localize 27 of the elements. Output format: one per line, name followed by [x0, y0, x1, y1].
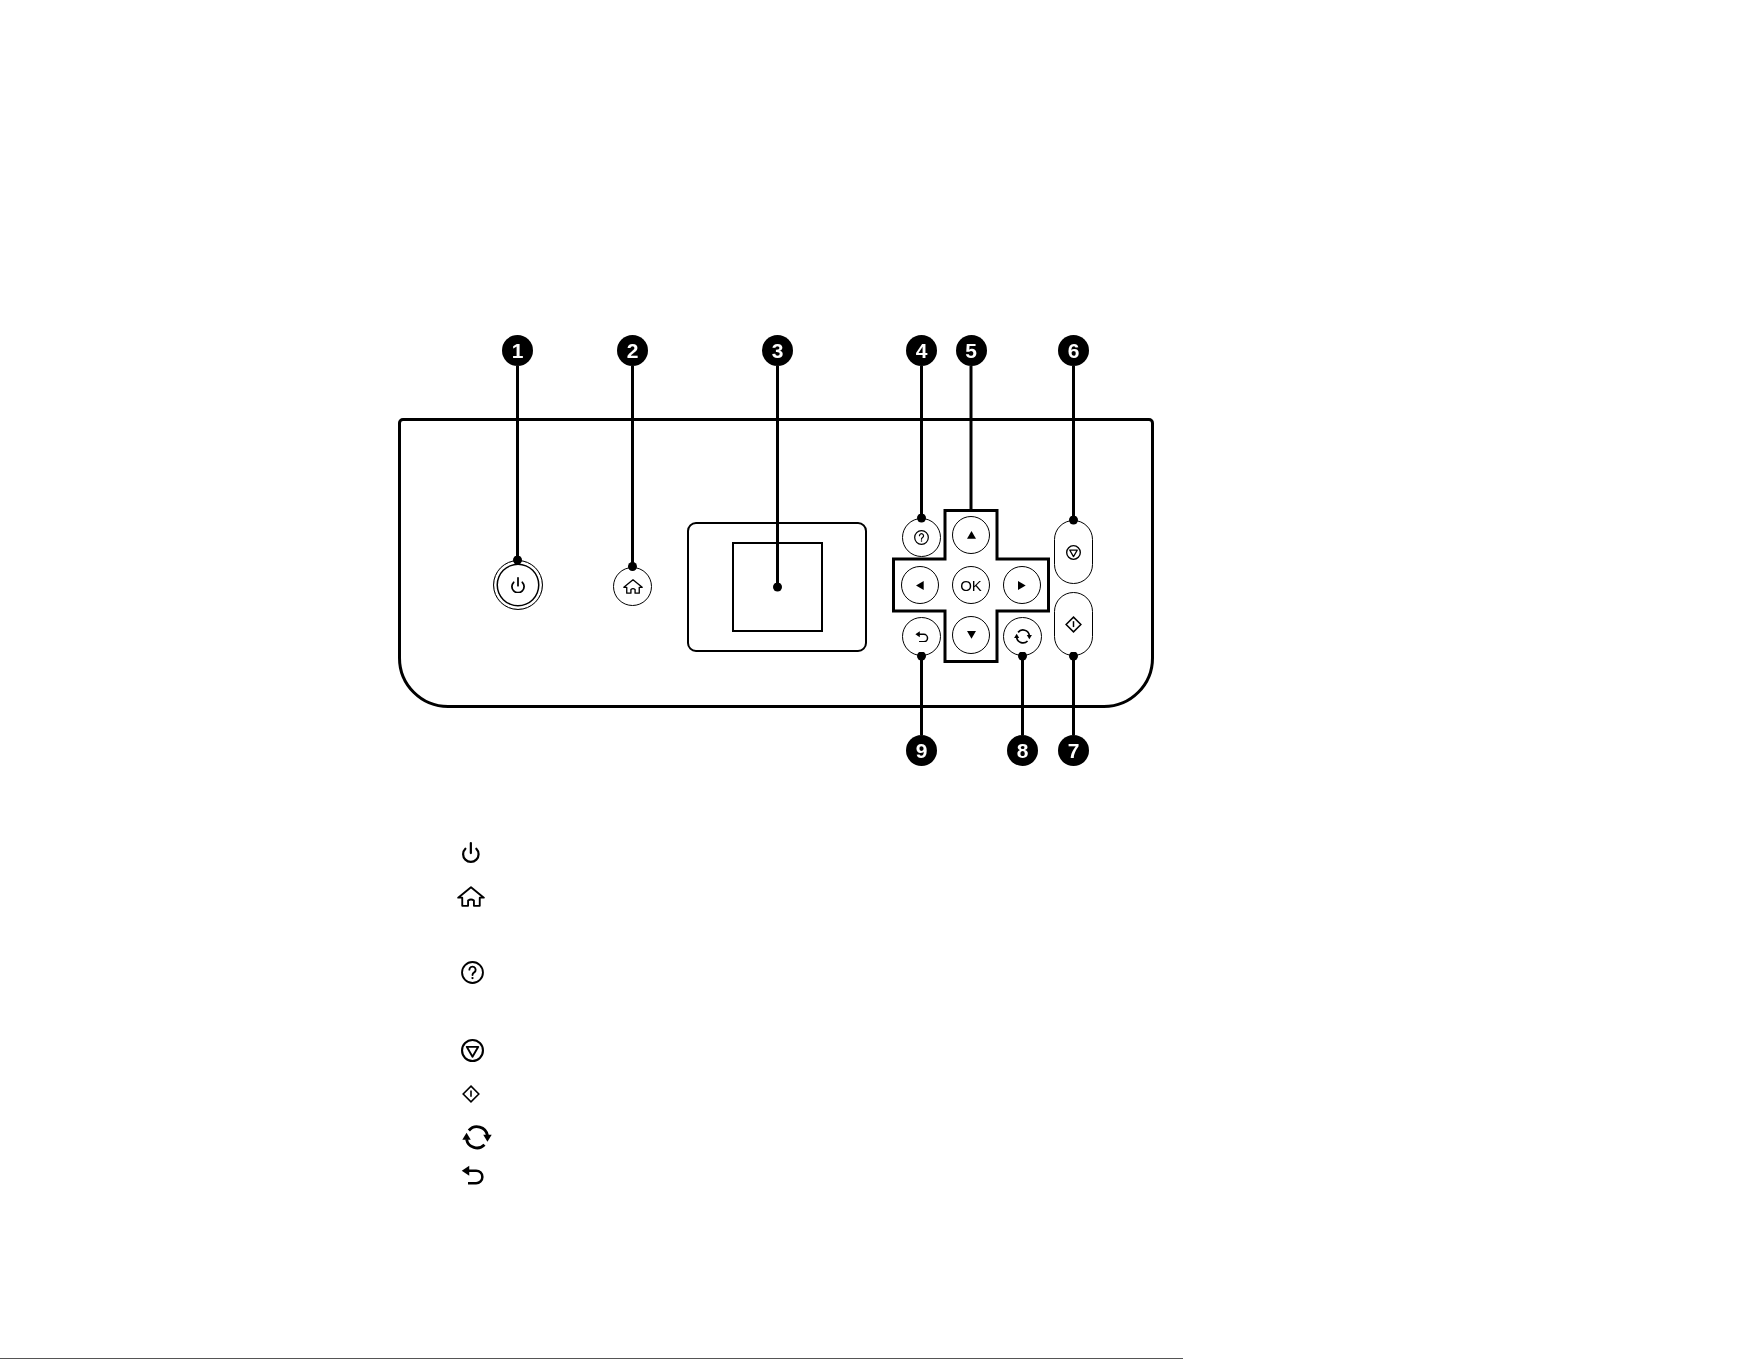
leader-line [628, 366, 637, 571]
control-panel [398, 418, 1154, 708]
home-button [613, 566, 652, 606]
leader-line [513, 366, 522, 565]
callout-number: 5 [955, 335, 987, 366]
callout-number: 2 [617, 335, 648, 366]
callout-number: 7 [1058, 735, 1089, 766]
lcd-screen [732, 542, 823, 632]
help-button [902, 518, 941, 557]
leader-line [969, 366, 973, 509]
leader-line [917, 366, 926, 523]
callout-number: 9 [906, 735, 937, 766]
stop-button [1054, 520, 1093, 584]
display-bezel [687, 522, 867, 652]
leader-line [773, 366, 782, 592]
callout-number: 8 [1007, 735, 1038, 766]
callout-number: 6 [1058, 335, 1089, 366]
leader-line [1018, 651, 1027, 735]
callout-number: 3 [762, 335, 793, 366]
leader-line [917, 651, 926, 735]
leader-line [1069, 651, 1078, 735]
leader-line [1069, 366, 1078, 525]
start-button [1054, 592, 1093, 656]
callout-number: 4 [906, 335, 937, 366]
back-button [902, 617, 941, 656]
refresh-button [1003, 617, 1042, 656]
callout-number: 1 [502, 335, 533, 366]
